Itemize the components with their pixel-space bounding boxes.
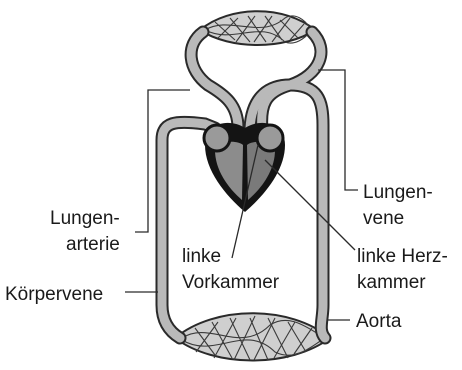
left-atrium xyxy=(257,125,283,151)
label-lungenarterie-1: Lungen- xyxy=(50,208,120,229)
label-koerpervene: Körpervene xyxy=(5,284,103,305)
label-linke-herzkammer-1: linke Herz- xyxy=(357,246,448,267)
label-lungenvene-2: vene xyxy=(363,208,404,229)
lung-capillaries xyxy=(200,11,315,45)
body-capillaries xyxy=(175,313,330,360)
label-aorta: Aorta xyxy=(356,311,402,332)
right-atrium xyxy=(204,125,230,151)
label-linke-herzkammer-2: kammer xyxy=(357,272,426,293)
label-lungenarterie-2: arterie xyxy=(66,234,120,255)
label-linke-vorkammer-1: linke xyxy=(182,246,221,267)
label-linke-vorkammer-2: Vorkammer xyxy=(182,272,280,293)
label-lungenvene-1: Lungen- xyxy=(363,182,433,203)
